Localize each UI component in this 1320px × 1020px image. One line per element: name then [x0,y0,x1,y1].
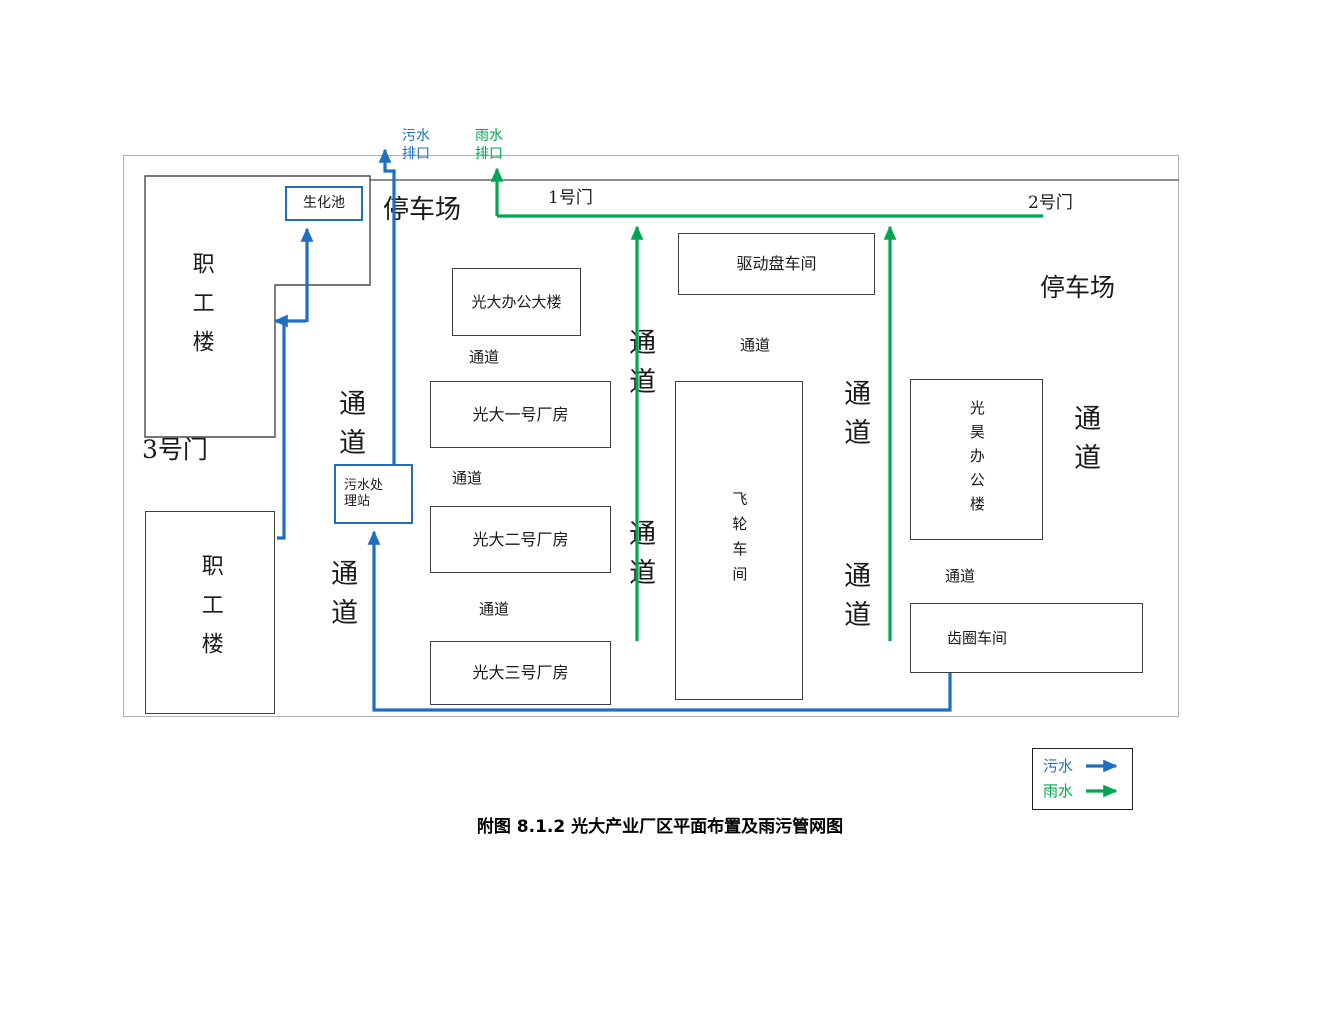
parking-top-label: 停车场 [383,195,462,225]
site-boundary [123,155,1179,717]
passage-label-h1: 通道 [469,348,500,366]
gate2-label: 2号门 [1028,193,1073,213]
building-flywheel-workshop: 飞轮车间 [675,381,803,700]
legend-rain-label: 雨水 [1043,782,1074,800]
passage-label-h5: 通道 [945,567,976,585]
gate3-label: 3号门 [142,435,208,464]
passage-label-h2: 通道 [740,336,771,354]
building-sewage-station: 污水处 理站 [334,464,413,524]
building-factory3-label: 光大三号厂房 [472,663,569,682]
rain-outlet-label: 雨水 排口 [475,128,503,163]
passage-label-h4: 通道 [479,600,510,618]
building-factory2-label: 光大二号厂房 [472,529,569,549]
passage-label-v5: 通道 [624,519,656,597]
passage-label-h3: 通道 [452,469,483,487]
building-staff-upper-label: 职工楼 [188,252,214,369]
building-drive-plate-workshop: 驱动盘车间 [678,233,875,295]
passage-label-v7: 通道 [1069,404,1101,482]
building-factory3: 光大三号厂房 [430,641,611,705]
building-sewage-station-label: 污水处 理站 [344,477,384,509]
sewage-outlet-label: 污水 排口 [402,128,430,163]
building-biochem-pool: 生化池 [285,186,363,221]
building-office-tower-label: 光大办公大楼 [471,292,562,311]
passage-label-v2: 通道 [624,328,656,406]
building-factory1-label: 光大一号厂房 [472,404,569,424]
building-drive-plate-workshop-label: 驱动盘车间 [736,254,817,273]
passage-label-v3: 通道 [839,379,871,457]
building-flywheel-workshop-label: 飞轮车间 [730,490,749,591]
building-staff-lower-label: 职工楼 [197,554,223,671]
building-gear-ring-workshop-label: 齿圈车间 [947,628,1008,647]
parking-right-label: 停车场 [1040,273,1116,302]
passage-label-v1: 通道 [334,389,366,467]
building-gear-ring-workshop: 齿圈车间 [910,603,1143,673]
legend-sewage-label: 污水 [1043,757,1074,775]
passage-label-v4: 通道 [326,559,358,637]
building-guanghao-office-label: 光昊办公楼 [967,399,986,520]
building-guanghao-office: 光昊办公楼 [910,379,1043,540]
building-biochem-pool-label: 生化池 [303,194,345,211]
building-office-tower: 光大办公大楼 [452,268,581,336]
legend-box [1032,748,1133,810]
caption: 附图 8.1.2 光大产业厂区平面布置及雨污管网图 [476,817,844,837]
building-factory1: 光大一号厂房 [430,381,611,448]
gate1-label: 1号门 [548,188,593,208]
building-staff-lower: 职工楼 [145,511,275,714]
building-factory2: 光大二号厂房 [430,506,611,573]
passage-label-v6: 通道 [839,561,871,639]
